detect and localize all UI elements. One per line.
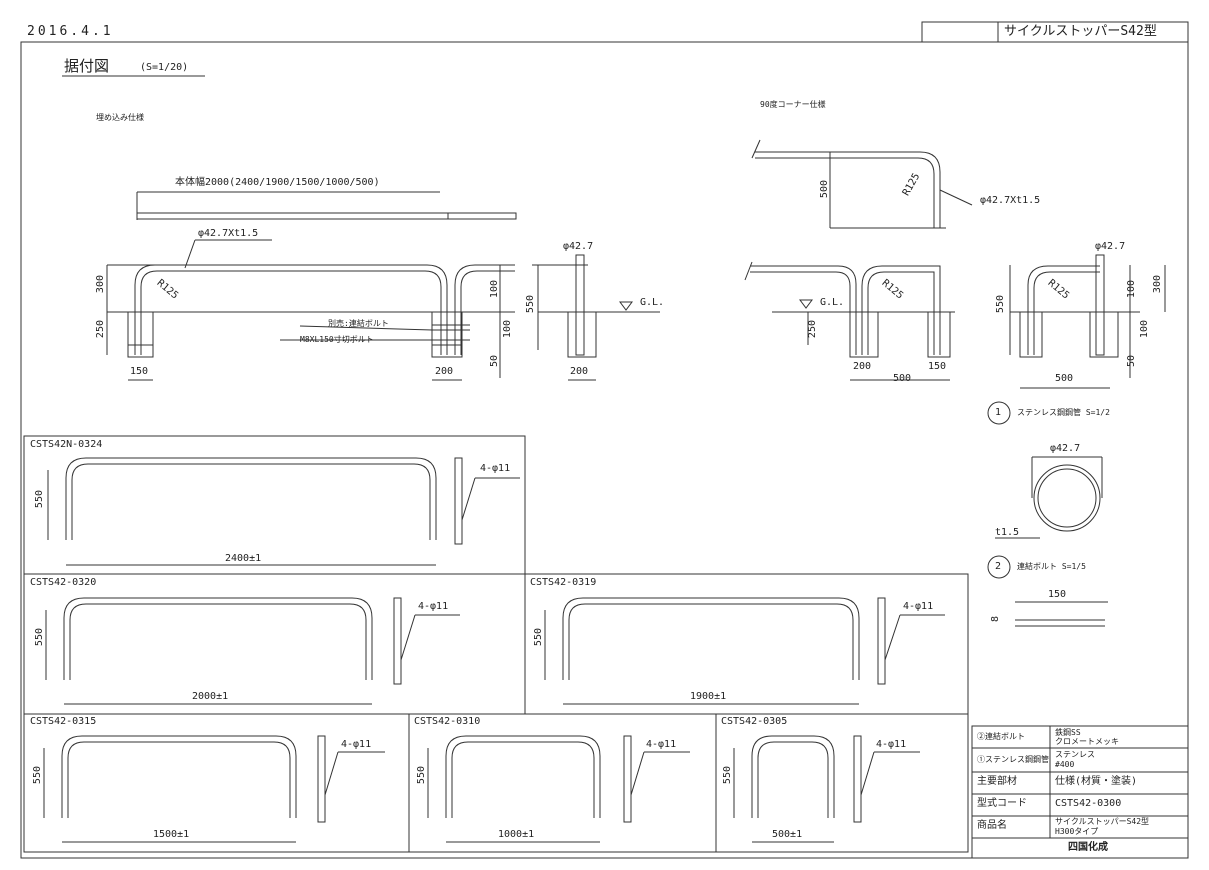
model-code-1: CSTS42-0320 <box>30 577 97 588</box>
model-width-3: 1500±1 <box>153 829 190 840</box>
side-elevation <box>532 254 660 381</box>
model-width-5: 500±1 <box>772 829 803 840</box>
model-height-3: 550 <box>32 766 43 785</box>
corner-side-50: 50 <box>1126 355 1137 368</box>
dim-250: 250 <box>95 320 106 339</box>
corner-gl: G.L. <box>820 297 845 308</box>
install-title: 据付図 <box>64 57 110 75</box>
title-block-lines <box>971 725 1189 859</box>
model-holes-4: 4-φ11 <box>646 739 677 750</box>
corner-front <box>744 261 955 381</box>
model-code-4: CSTS42-0310 <box>414 716 481 727</box>
model-holes-5: 4-φ11 <box>876 739 907 750</box>
model-holes-2: 4-φ11 <box>903 601 934 612</box>
tb-r2-val2: #400 <box>1055 760 1075 769</box>
corner-150: 150 <box>928 361 947 372</box>
dim-300: 300 <box>95 275 106 294</box>
tb-r2-val1: ステンレス <box>1055 750 1095 759</box>
side-dim-200: 200 <box>570 366 589 377</box>
model-holes-1: 4-φ11 <box>418 601 449 612</box>
front-elevation <box>106 239 515 381</box>
dim-100a: 100 <box>489 280 500 299</box>
tb-r4-val: CSTS42-0300 <box>1055 798 1122 809</box>
panel-0324-frame <box>23 435 526 575</box>
model-code-0: CSTS42N-0324 <box>30 439 103 450</box>
drawing-frame <box>20 41 1189 859</box>
side-dia: φ42.7 <box>563 241 594 252</box>
model-height-0: 550 <box>34 490 45 509</box>
tb-r3-val: 仕様(材質・塗装) <box>1055 776 1138 787</box>
gl-label: G.L. <box>640 297 665 308</box>
drawing-date: 2016.4.1 <box>27 24 114 39</box>
corner-200: 200 <box>853 361 872 372</box>
tb-r1-label: ②連結ボルト <box>977 732 1025 741</box>
bolt-dia: 8 <box>990 616 1001 623</box>
model-width-2: 1900±1 <box>690 691 727 702</box>
model-shapes <box>43 457 945 843</box>
model-height-1: 550 <box>34 628 45 647</box>
corner-500: 500 <box>819 180 830 199</box>
pipe-section-inner <box>1037 468 1097 528</box>
tb-r5-val2: H300タイプ <box>1055 827 1099 836</box>
tb-r5-label: 商品名 <box>977 820 1007 831</box>
bolt-note-1: 別売:連結ボルト <box>328 319 389 328</box>
corner-side <box>1009 254 1166 389</box>
corner-pipe: φ42.7Xt1.5 <box>980 195 1041 206</box>
model-height-5: 550 <box>722 766 733 785</box>
pipe-section-outer <box>1033 464 1101 532</box>
model-holes-3: 4-φ11 <box>341 739 372 750</box>
header-title-box <box>921 21 1189 43</box>
body-width-label: 本体幅2000(2400/1900/1500/1000/500) <box>175 177 380 188</box>
model-width-4: 1000±1 <box>498 829 535 840</box>
tb-r4-label: 型式コード <box>977 798 1027 809</box>
model-width-0: 2400±1 <box>225 553 262 564</box>
tb-r1-val1: 鉄鋼SS <box>1055 728 1081 737</box>
model-code-5: CSTS42-0305 <box>721 716 788 727</box>
steel-thickness: t1.5 <box>995 527 1020 538</box>
tb-r1-val2: クロメートメッキ <box>1055 737 1119 746</box>
pipe-spec-label: φ42.7Xt1.5 <box>198 228 259 239</box>
corner-500-a: 500 <box>893 373 912 384</box>
model-holes-0: 4-φ11 <box>480 463 511 474</box>
bolt-no: 2 <box>995 561 1002 572</box>
corner-side-100a: 100 <box>1126 280 1137 299</box>
corner-side-dia: φ42.7 <box>1095 241 1126 252</box>
tb-r2-label: ①ステンレス鋼鋼管 <box>977 755 1049 764</box>
plan-bar <box>136 191 517 220</box>
corner-spec-label: 90度コーナー仕様 <box>760 100 826 109</box>
dim-150: 150 <box>130 366 149 377</box>
model-height-2: 550 <box>533 628 544 647</box>
dim-200: 200 <box>435 366 454 377</box>
side-dim-550: 550 <box>525 295 536 314</box>
model-width-1: 2000±1 <box>192 691 229 702</box>
dim-100b: 100 <box>502 320 513 339</box>
maker-logo: 四国化成 <box>1068 842 1108 853</box>
install-scale: (S=1/20) <box>140 62 189 73</box>
steel-label: ステンレス鋼鋼管 S=1/2 <box>1017 408 1110 417</box>
corner-plan <box>751 139 973 229</box>
tb-r5-val1: サイクルストッパーS42型 <box>1055 817 1150 826</box>
corner-side-300: 300 <box>1152 275 1163 294</box>
model-height-4: 550 <box>416 766 427 785</box>
bolt-length: 150 <box>1048 589 1067 600</box>
model-code-2: CSTS42-0319 <box>530 577 597 588</box>
bolt-note-2: M8XL150寸切ボルト <box>300 335 374 344</box>
corner-250: 250 <box>807 320 818 339</box>
dim-50: 50 <box>489 355 500 368</box>
product-title: サイクルストッパーS42型 <box>1004 24 1157 39</box>
steel-dia: φ42.7 <box>1050 443 1081 454</box>
corner-500-b: 500 <box>1055 373 1074 384</box>
model-code-3: CSTS42-0315 <box>30 716 97 727</box>
corner-side-550: 550 <box>995 295 1006 314</box>
steel-no: 1 <box>995 407 1002 418</box>
tb-r3-label: 主要部材 <box>977 776 1017 787</box>
corner-side-100b: 100 <box>1139 320 1150 339</box>
buried-spec-label: 埋め込み仕様 <box>96 113 144 122</box>
bolt-label: 連結ボルト S=1/5 <box>1017 562 1086 571</box>
